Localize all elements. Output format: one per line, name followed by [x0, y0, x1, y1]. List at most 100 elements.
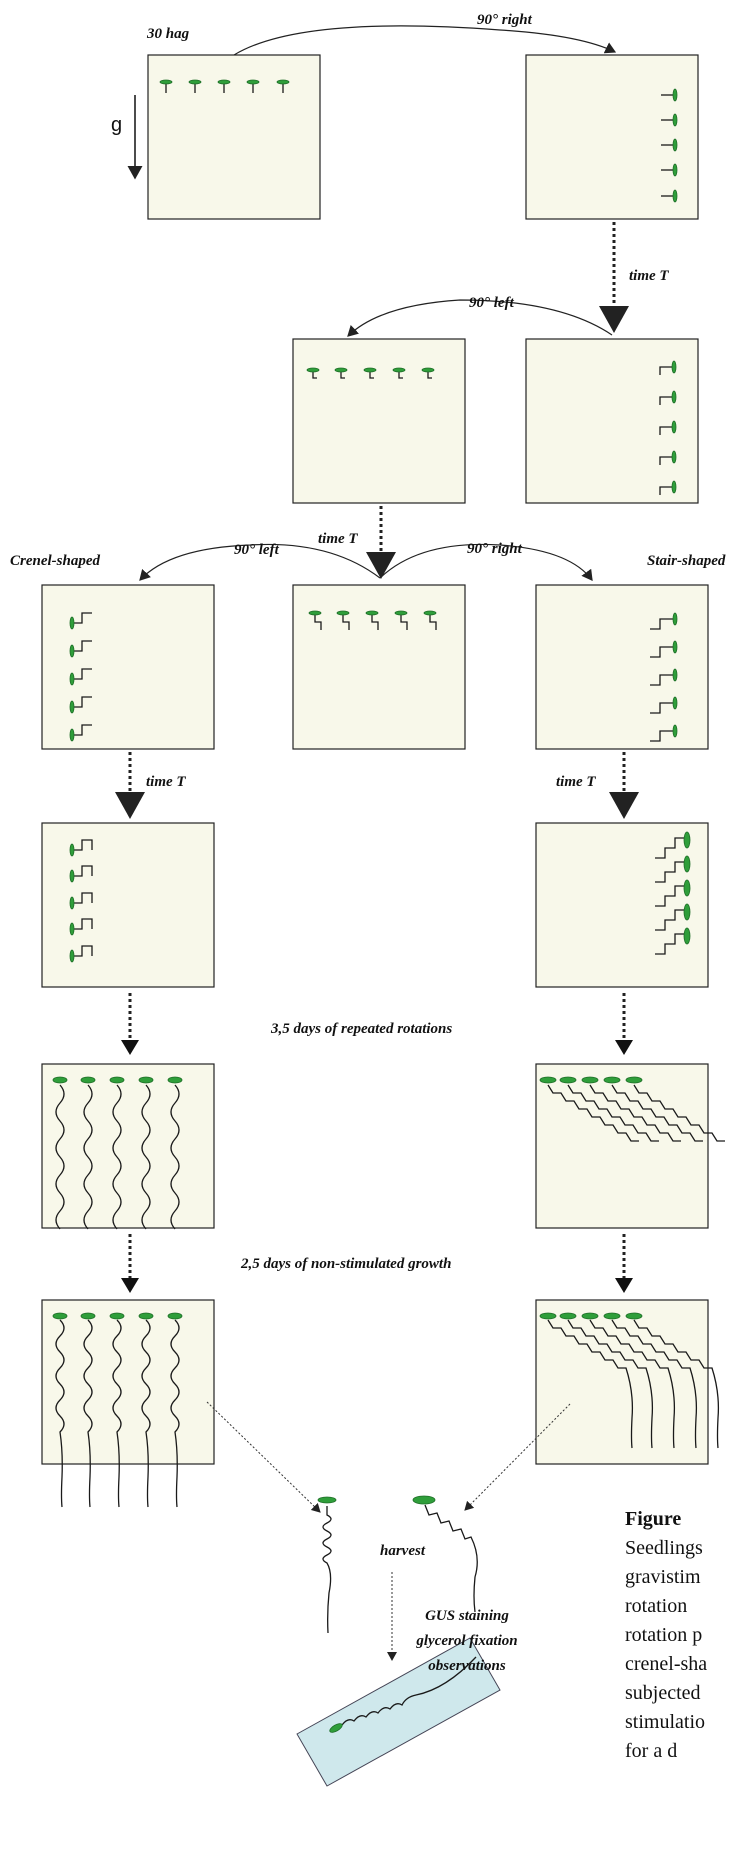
label-rot-right-1: 90° right	[477, 12, 533, 28]
seedling-cotyledon	[672, 88, 678, 102]
seedling-cotyledon	[308, 610, 322, 616]
seedling-root	[589, 1084, 681, 1142]
seedling-root	[611, 1319, 698, 1449]
seedling-root	[567, 1319, 654, 1449]
harvested-seedlings	[317, 1495, 478, 1634]
seedling-root	[72, 668, 92, 680]
seedling-root	[342, 614, 350, 630]
seedling-root	[429, 614, 437, 630]
seedling-cotyledon	[167, 1312, 183, 1320]
seedling-cotyledon	[672, 640, 678, 654]
seedling-root	[567, 1084, 659, 1142]
seedling-cotyledon	[683, 831, 691, 849]
label-rot-right-2: 90° right	[467, 541, 523, 557]
seedling-cotyledon	[671, 420, 677, 434]
seedling-root	[655, 861, 685, 883]
seedling-cotyledon	[559, 1076, 577, 1084]
seedling-cotyledon	[392, 367, 406, 373]
seedling-root	[650, 674, 674, 686]
seedling-cotyledon	[52, 1312, 68, 1320]
seedling-root	[72, 839, 93, 851]
label-crenel: Crenel-shaped	[10, 553, 101, 569]
figure-caption: Figure Seedlings gravistim rotation rota…	[625, 1505, 747, 1854]
seedling-root	[72, 640, 92, 652]
panel-crenel-time	[41, 822, 215, 988]
seedling-root	[112, 1084, 122, 1230]
seedling-cotyledon	[217, 79, 231, 85]
seedling-root	[659, 426, 672, 435]
seedling-cotyledon	[683, 879, 691, 897]
caption-line: rotation p	[625, 1624, 703, 1646]
arrow-rotate-right-2	[379, 543, 593, 581]
seedling-root	[141, 1084, 151, 1230]
seedling-root	[72, 918, 93, 930]
panel-crenel-nonstim	[41, 1299, 215, 1465]
seedling-cotyledon	[69, 644, 75, 658]
seedling-cotyledon	[625, 1312, 643, 1320]
seedling-root	[655, 837, 685, 859]
seedling-cotyledon	[671, 390, 677, 404]
panel-initial	[147, 54, 321, 220]
seedling-cotyledon	[672, 696, 678, 710]
seedling-cotyledon	[672, 189, 678, 203]
label-nonstim: 2,5 days of non-stimulated growth	[240, 1256, 451, 1272]
seedling-cotyledon	[167, 1076, 183, 1084]
seedling-root	[170, 1319, 180, 1508]
seedling-cotyledon	[138, 1076, 154, 1084]
seedling-cotyledon	[69, 728, 75, 742]
panel-crenel-repeated	[41, 1063, 215, 1229]
seedling-cotyledon	[336, 610, 350, 616]
seedling-root	[589, 1319, 676, 1449]
seedling-cotyledon	[421, 367, 435, 373]
seedling-cotyledon	[363, 367, 377, 373]
seedling-cotyledon	[671, 360, 677, 374]
seedling-root	[650, 618, 674, 630]
label-gravity: g	[111, 114, 122, 136]
seedling-cotyledon	[672, 668, 678, 682]
seedling-cotyledon	[69, 700, 75, 714]
caption-line: gravistim	[625, 1566, 701, 1588]
seedling-cotyledon	[671, 480, 677, 494]
seedling-root	[141, 1319, 151, 1508]
caption-title: Figure	[625, 1508, 682, 1530]
seedling-cotyledon	[138, 1312, 154, 1320]
seedling-cotyledon	[306, 367, 320, 373]
seedling-cotyledon	[671, 450, 677, 464]
seedling-root	[400, 614, 408, 630]
seedling-root	[633, 1084, 725, 1142]
seedling-cotyledon	[672, 163, 678, 177]
seedling-cotyledon	[52, 1076, 68, 1084]
caption-line: stimulatio	[625, 1711, 705, 1733]
seedling-root	[611, 1084, 703, 1142]
seedling-cotyledon	[559, 1312, 577, 1320]
seedling-cotyledon	[683, 927, 691, 945]
seedling-cotyledon	[188, 79, 202, 85]
seedling-cotyledon	[672, 113, 678, 127]
seedling-root	[371, 614, 379, 630]
seedling-root	[655, 909, 685, 931]
seedling-drawings	[52, 79, 725, 1508]
seedling-cotyledon	[365, 610, 379, 616]
seedling-root	[83, 1084, 93, 1230]
seedling-cotyledon	[394, 610, 408, 616]
panel-stair-start	[535, 584, 709, 750]
seedling-root	[72, 945, 93, 957]
label-time-right: time T	[556, 774, 596, 790]
arrow-rotate-left-2	[139, 543, 381, 581]
seedling-root	[659, 456, 672, 465]
seedling-root	[369, 372, 374, 379]
seedling-root	[314, 614, 322, 630]
seedling-cotyledon	[581, 1312, 599, 1320]
seedling-root	[650, 646, 674, 658]
seedling-root	[398, 372, 403, 379]
seedling-root	[72, 724, 92, 736]
caption-line: crenel-sha	[625, 1653, 708, 1675]
seedling-cotyledon	[334, 367, 348, 373]
seedling-cotyledon	[246, 79, 260, 85]
seedling-cotyledon	[80, 1076, 96, 1084]
seedling-cotyledon	[69, 949, 75, 963]
label-harvest: harvest	[380, 1543, 426, 1559]
caption-line: Seedlings	[625, 1537, 703, 1559]
arrow-rotate-right-1	[233, 25, 617, 56]
